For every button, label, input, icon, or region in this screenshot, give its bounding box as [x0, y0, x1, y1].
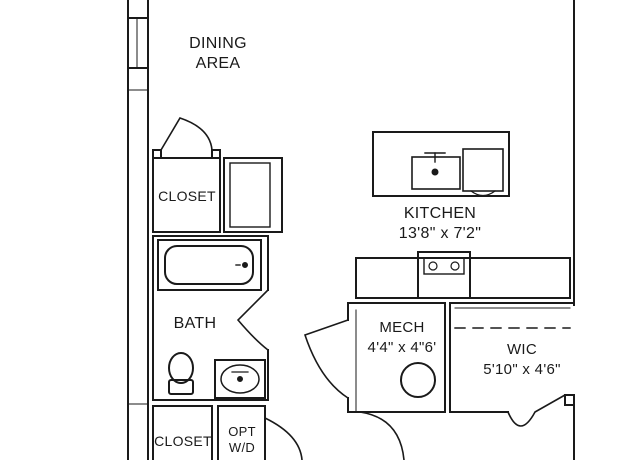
closet-upper-walls	[152, 149, 221, 233]
kitchen-counter	[355, 251, 571, 299]
wic-door-swing	[506, 393, 567, 427]
mech-name: MECH	[379, 319, 425, 336]
water-heater	[400, 362, 436, 398]
vanity-sink	[214, 359, 266, 399]
opt-wd-label: OPT W/D	[219, 424, 265, 456]
bathtub	[157, 239, 262, 291]
kitchen-island	[372, 131, 510, 197]
closet-lower-label: CLOSET	[154, 433, 212, 449]
dining-label-line1: DINING	[189, 35, 247, 52]
toilet	[168, 352, 194, 395]
closet-lower-walls	[152, 405, 266, 460]
closet-door-swing	[159, 117, 213, 152]
mech-label: MECH 4'4" x 4"6'	[352, 318, 452, 358]
wic-name: WIC	[506, 341, 538, 358]
closet-upper-label: CLOSET	[158, 188, 216, 204]
kitchen-name: KITCHEN	[403, 205, 477, 222]
bath-label: BATH	[173, 315, 217, 332]
kitchen-dims: 13'8" x 7'2"	[398, 225, 482, 242]
linen-cabinet	[223, 157, 283, 233]
dining-label-line2: AREA	[195, 55, 241, 72]
bath-door-swing	[236, 288, 270, 352]
mech-door-swing	[303, 318, 350, 400]
exterior-wall-left	[127, 0, 149, 460]
opt-wd-line1: OPT	[228, 424, 256, 439]
wic-walls	[449, 302, 575, 413]
bath-walls	[152, 235, 269, 401]
dining-area-label: DINING AREA	[178, 34, 258, 74]
opt-wd-line2: W/D	[228, 440, 256, 455]
wic-dims: 5'10" x 4'6"	[483, 361, 561, 378]
mech-dims: 4'4" x 4"6'	[367, 339, 437, 356]
entry-door-swing	[359, 411, 405, 460]
mech-walls	[347, 302, 446, 413]
wic-label: WIC 5'10" x 4'6"	[462, 340, 582, 380]
wd-door-swing	[263, 416, 303, 460]
kitchen-label: KITCHEN 13'8" x 7'2"	[370, 204, 510, 244]
